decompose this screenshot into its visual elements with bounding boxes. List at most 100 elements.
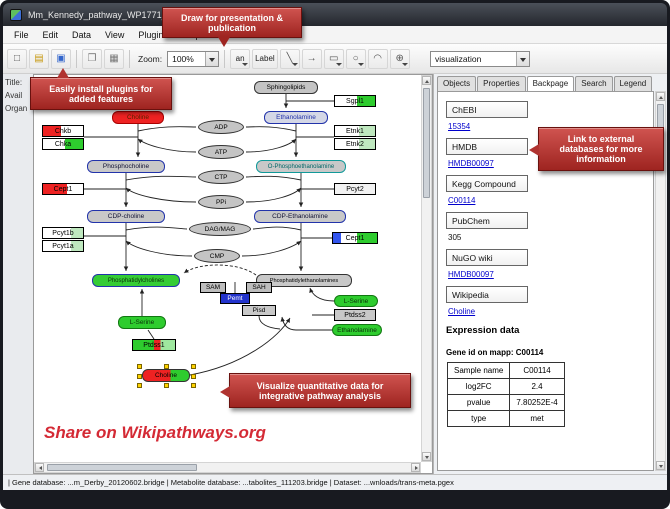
status-text: | Gene database: ...m_Derby_20120602.bri… bbox=[8, 478, 454, 487]
tab-objects[interactable]: Objects bbox=[437, 76, 477, 91]
tab-search[interactable]: Search bbox=[575, 76, 613, 91]
open-button[interactable]: ▤ bbox=[29, 48, 49, 69]
pathway-node-chkb[interactable]: Chkb bbox=[42, 125, 84, 137]
pathway-node-ptdss1[interactable]: Ptdss1 bbox=[132, 339, 176, 351]
vertical-scroll-thumb[interactable] bbox=[423, 88, 430, 198]
pathway-node-l-serine-left[interactable]: L-Serine bbox=[118, 316, 166, 329]
selection-handle[interactable] bbox=[137, 383, 142, 388]
pathway-edge bbox=[245, 175, 302, 181]
tab-legend[interactable]: Legend bbox=[613, 76, 653, 91]
pathway-node-etnk1[interactable]: Etnk1 bbox=[334, 125, 376, 137]
selection-handle[interactable] bbox=[191, 373, 196, 379]
pathway-node-cept1-right[interactable]: Cept1 bbox=[332, 232, 378, 244]
callout-text: Easily install plugins for added feature… bbox=[49, 83, 153, 104]
pathway-node-cdp-ethanolamine[interactable]: CDP-Ethanolamine bbox=[254, 210, 346, 223]
menu-item-plugins[interactable]: Plugins bbox=[138, 29, 168, 40]
arrow-tool-button[interactable]: → bbox=[301, 48, 322, 69]
pathway-node-sgpl1[interactable]: Sgpl1 bbox=[334, 95, 376, 107]
expression-table-cell: log2FC bbox=[446, 378, 511, 395]
save-button[interactable]: ▣ bbox=[51, 48, 71, 69]
pathway-node-atp[interactable]: ATP bbox=[198, 145, 244, 159]
selection-handle[interactable] bbox=[137, 364, 142, 369]
visualization-dropdown-button[interactable] bbox=[516, 52, 529, 66]
pathway-node-choline[interactable]: Choline bbox=[112, 111, 164, 124]
visualization-value: visualization bbox=[435, 54, 482, 64]
pathway-edge bbox=[125, 240, 193, 257]
pathway-node-sphingolipids[interactable]: Sphingolipids bbox=[254, 81, 318, 94]
pathway-node-cept1-left[interactable]: Cept1 bbox=[42, 183, 84, 195]
pathway-node-pemt[interactable]: Pemt bbox=[220, 293, 250, 304]
pathway-node-pisd[interactable]: Pisd bbox=[242, 305, 276, 316]
pathway-node-sah[interactable]: SAH bbox=[246, 282, 272, 293]
window-title: Mm_Kennedy_pathway_WP1771_45176.gpml bbox=[28, 9, 214, 20]
hmdb-link[interactable]: HMDB00097 bbox=[448, 159, 494, 168]
scroll-up-button[interactable] bbox=[422, 76, 431, 85]
pathway-node-pcyt1b[interactable]: Pcyt1b bbox=[42, 227, 84, 239]
pathway-node-etnk2[interactable]: Etnk2 bbox=[334, 138, 376, 150]
scroll-right-button[interactable] bbox=[411, 463, 420, 472]
shape-tool-button[interactable]: ▭ bbox=[323, 48, 344, 69]
pathway-edges-layer bbox=[84, 94, 335, 376]
label-tool-button[interactable]: Label bbox=[252, 48, 278, 69]
selection-handle[interactable] bbox=[191, 364, 196, 369]
kegg-link[interactable]: C00114 bbox=[448, 196, 476, 205]
arc-tool-button[interactable]: ◠ bbox=[367, 48, 388, 69]
line-tool-button[interactable]: ╲ bbox=[279, 48, 300, 69]
paste-button[interactable]: ▦ bbox=[104, 48, 124, 69]
visualization-combobox[interactable]: visualization bbox=[430, 51, 530, 67]
copy-button[interactable]: ❐ bbox=[82, 48, 102, 69]
pathway-node-cdp-choline[interactable]: CDP-choline bbox=[87, 210, 165, 223]
menu-item-data[interactable]: Data bbox=[72, 29, 92, 40]
nugo-link[interactable]: HMDB00097 bbox=[448, 270, 494, 279]
menu-item-file[interactable]: File bbox=[14, 29, 29, 40]
pathway-node-phosphocholine[interactable]: Phosphocholine bbox=[87, 160, 165, 173]
pathway-node-l-serine-right[interactable]: L-Serine bbox=[334, 295, 378, 307]
pathway-node-ethanolamine-top[interactable]: Ethanolamine bbox=[264, 111, 328, 124]
tab-backpage[interactable]: Backpage bbox=[526, 76, 575, 91]
pathway-node-dag-mag[interactable]: DAG/MAG bbox=[189, 222, 251, 236]
datanode-tool-button[interactable]: an bbox=[230, 48, 251, 69]
pathway-node-o-phosphoethanolamine[interactable]: O-Phosphoethanolamine bbox=[256, 160, 346, 173]
pathway-node-phosphatidylethanolamines[interactable]: Phosphatidylethanolamines bbox=[256, 274, 352, 287]
tab-properties[interactable]: Properties bbox=[477, 76, 526, 91]
selection-handle[interactable] bbox=[137, 373, 142, 379]
new-button[interactable]: □ bbox=[7, 48, 27, 69]
expression-table-cell: met bbox=[509, 410, 565, 427]
pathway-node-phosphatidylcholines[interactable]: Phosphatidylcholines bbox=[92, 274, 180, 287]
pathway-node-cmp[interactable]: CMP bbox=[194, 249, 240, 263]
horizontal-scroll-thumb[interactable] bbox=[47, 464, 197, 471]
scroll-down-button[interactable] bbox=[656, 461, 665, 470]
zoom-dropdown-button[interactable] bbox=[205, 51, 219, 66]
pathway-node-choline-data[interactable]: Choline bbox=[142, 369, 190, 382]
scroll-left-button[interactable] bbox=[35, 463, 44, 472]
table-row: type met bbox=[446, 410, 565, 427]
menu-item-view[interactable]: View bbox=[105, 29, 125, 40]
pathway-node-pcyt2[interactable]: Pcyt2 bbox=[334, 183, 376, 195]
canvas-vertical-scrollbar[interactable] bbox=[421, 75, 432, 462]
menu-item-edit[interactable]: Edit bbox=[42, 29, 59, 40]
selection-handle[interactable] bbox=[164, 383, 169, 388]
ellipse-tool-button[interactable]: ○ bbox=[345, 48, 366, 69]
toolbar-separator bbox=[129, 49, 130, 68]
chebi-link[interactable]: 15354 bbox=[448, 122, 471, 131]
window-titlebar[interactable]: Mm_Kennedy_pathway_WP1771_45176.gpml bbox=[3, 3, 667, 26]
selection-handle[interactable] bbox=[164, 364, 169, 369]
chebi-header: ChEBI bbox=[446, 101, 528, 118]
pathway-edge bbox=[241, 240, 302, 257]
pathway-node-ctp[interactable]: CTP bbox=[198, 170, 244, 184]
scroll-down-button[interactable] bbox=[422, 452, 431, 461]
scroll-up-button[interactable] bbox=[656, 92, 665, 101]
zoom-combobox[interactable]: 100% bbox=[167, 50, 220, 67]
canvas-horizontal-scrollbar[interactable] bbox=[34, 462, 421, 473]
pathway-node-ppi[interactable]: PPi bbox=[198, 195, 244, 209]
selection-handle[interactable] bbox=[191, 383, 196, 388]
template-tool-button[interactable]: ⊕ bbox=[389, 48, 410, 69]
wikipedia-link[interactable]: Choline bbox=[448, 307, 476, 316]
pathway-node-adp[interactable]: ADP bbox=[198, 120, 244, 134]
pathway-node-chka[interactable]: Chka bbox=[42, 138, 84, 150]
pathway-node-pcyt1a[interactable]: Pcyt1a bbox=[42, 240, 84, 252]
pathway-node-sam[interactable]: SAM bbox=[200, 282, 226, 293]
pathway-node-ptdss2[interactable]: Ptdss2 bbox=[334, 309, 376, 321]
pathway-node-ethanolamine-bottom[interactable]: Ethanolamine bbox=[332, 324, 382, 336]
